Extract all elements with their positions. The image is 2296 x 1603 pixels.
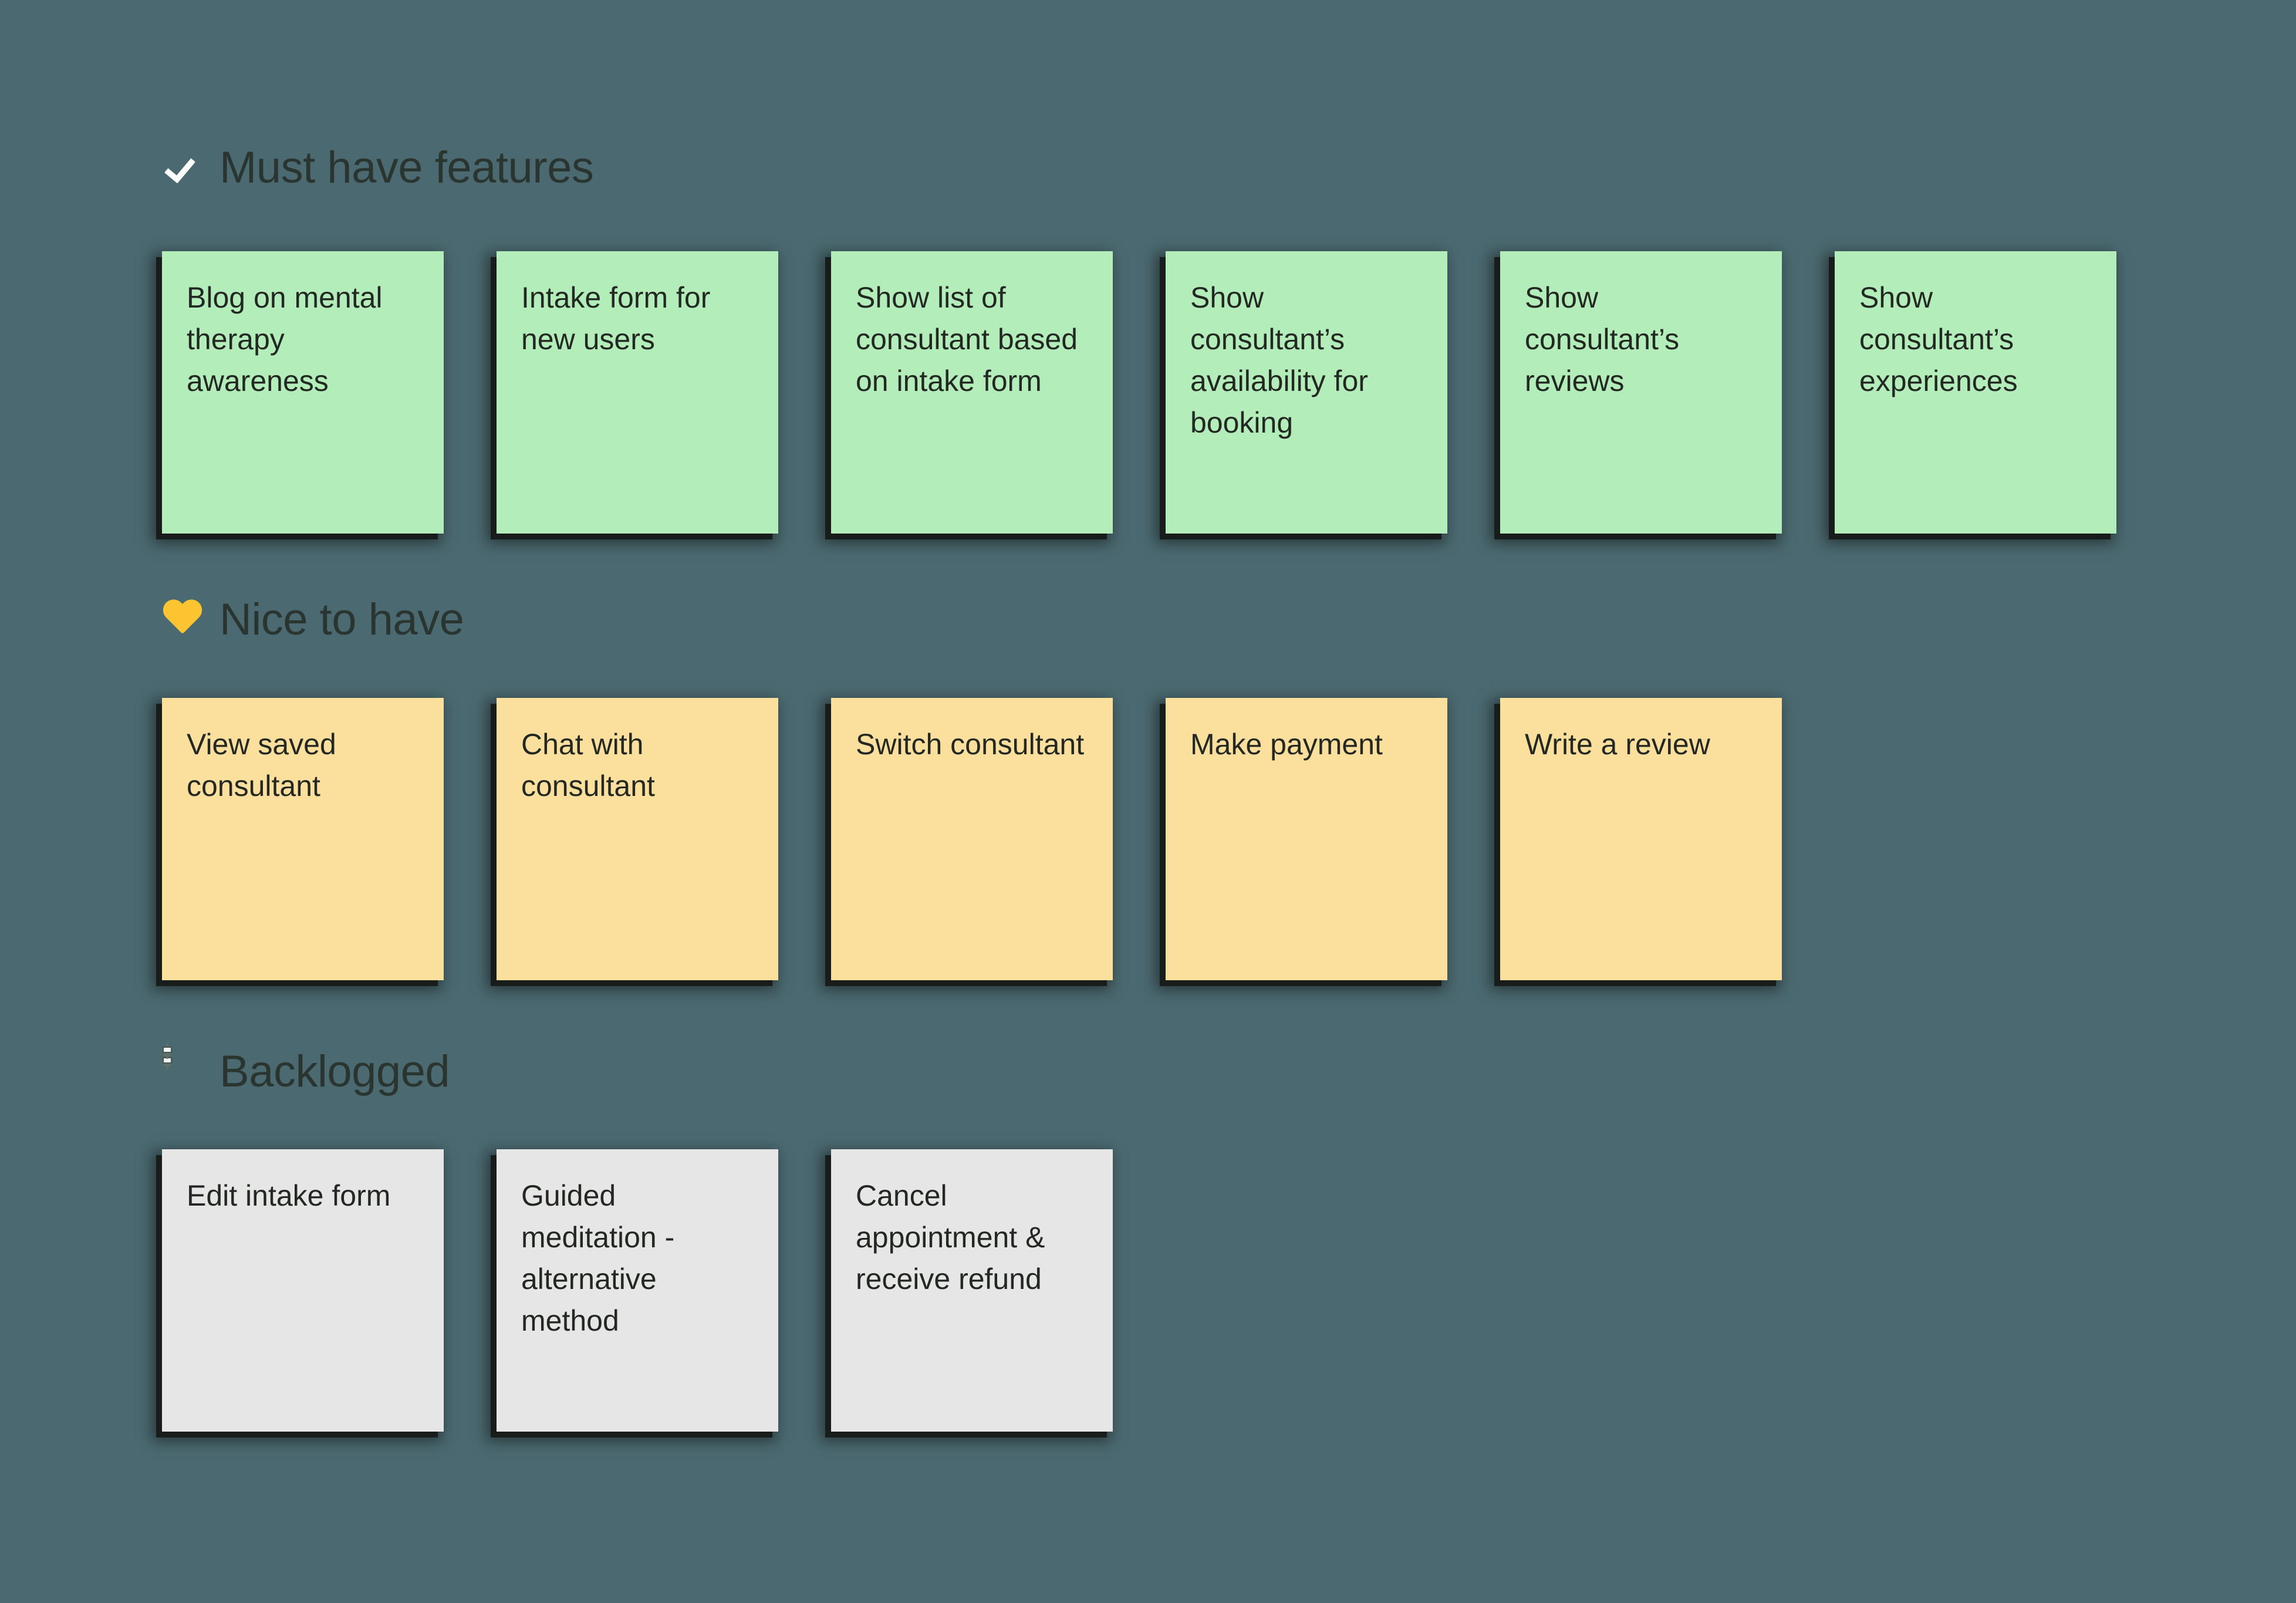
sticky-note[interactable]: Edit intake form: [162, 1149, 444, 1432]
white-check-mark-icon: [162, 145, 204, 191]
sticky-note[interactable]: Show consultant’s experiences: [1835, 251, 2116, 534]
sticky-note[interactable]: Write a review: [1500, 698, 1782, 980]
sticky-note[interactable]: Intake form for new users: [497, 251, 778, 534]
section-header-backlogged: Backlogged: [162, 1040, 450, 1103]
section-header-nice-to-have: Nice to have: [162, 588, 464, 652]
sticky-note[interactable]: Chat with consultant: [497, 698, 778, 980]
sticky-note[interactable]: Show consultant’s availability for booki…: [1166, 251, 1447, 534]
sticky-note[interactable]: Switch consultant: [831, 698, 1113, 980]
note-row-backlogged: Edit intake form Guided meditation - alt…: [162, 1149, 1113, 1432]
sticky-note[interactable]: Blog on mental therapy awareness: [162, 251, 444, 534]
section-title-backlogged: Backlogged: [220, 1047, 450, 1096]
sticky-note[interactable]: Show consultant’s reviews: [1500, 251, 1782, 534]
sticky-note[interactable]: Make payment: [1166, 698, 1447, 980]
yellow-heart-icon: [162, 597, 204, 643]
sticky-note[interactable]: View saved consultant: [162, 698, 444, 980]
note-row-must-have-features: Blog on mental therapy awareness Intake …: [162, 251, 2116, 534]
sticky-note[interactable]: Guided meditation - alternative method: [497, 1149, 778, 1432]
section-title-must-have-features: Must have features: [220, 143, 594, 193]
sticky-note[interactable]: Show list of consultant based on intake …: [831, 251, 1113, 534]
note-row-nice-to-have: View saved consultant Chat with consulta…: [162, 698, 1782, 980]
section-must-have-features: Must have features: [162, 136, 594, 200]
file-cabinet-icon: [162, 1043, 204, 1095]
section-title-nice-to-have: Nice to have: [220, 595, 464, 644]
sticky-note[interactable]: Cancel appointment & receive refund: [831, 1149, 1113, 1432]
section-backlogged: Backlogged: [162, 1040, 450, 1103]
section-header-must-have-features: Must have features: [162, 136, 594, 200]
section-nice-to-have: Nice to have: [162, 588, 464, 652]
